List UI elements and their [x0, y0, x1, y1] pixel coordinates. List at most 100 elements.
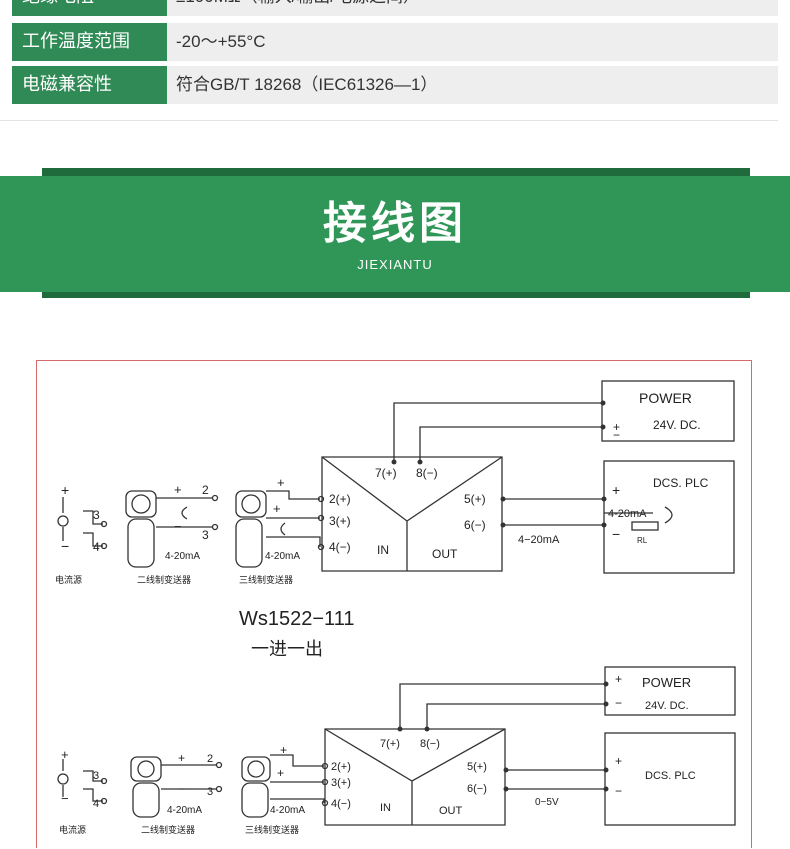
minus-sign: − — [613, 428, 620, 442]
out-label: OUT — [432, 547, 458, 561]
spec-row: 工作温度范围 -20～+55°C — [12, 23, 778, 61]
minus-sign: − — [178, 782, 185, 796]
loop-arrow — [280, 522, 286, 536]
plus-sign: + — [613, 420, 620, 434]
terminal-dot — [100, 542, 108, 550]
signal-label: 4-20mA — [165, 551, 200, 562]
transmitter-head — [130, 756, 162, 782]
wire — [399, 683, 605, 729]
model-description: 一进一出 — [251, 639, 323, 660]
banner-title: 接线图 — [323, 198, 467, 249]
transmitter-head — [241, 756, 271, 782]
spec-row: 绝缘电阻 ≥100MΩ（输入/输出/电源之间） — [12, 0, 778, 16]
loop-arrow — [181, 506, 188, 520]
terminal-number: 2 — [202, 483, 209, 497]
spec-value: -20～+55°C — [176, 32, 266, 51]
wire — [393, 402, 604, 462]
wiring-diagram-frame: POWER 24V. DC. DCS. PLC + − + − 4-20mA R… — [36, 360, 752, 848]
rl-label: RL — [637, 536, 648, 545]
power-label: POWER — [642, 675, 691, 690]
terminal-label: 3(+) — [331, 777, 351, 789]
terminal-label: 5(+) — [467, 761, 487, 773]
banner-subtitle: JIEXIANTU — [357, 257, 433, 272]
wire — [419, 426, 604, 462]
transmitter-body — [241, 782, 269, 818]
current-source-symbol — [57, 773, 69, 785]
minus-sign: − — [61, 791, 69, 806]
terminal-label: 7(+) — [380, 738, 400, 750]
terminal-number: 4 — [93, 798, 99, 810]
in-label: IN — [380, 802, 391, 814]
signal-label: 4-20mA — [167, 805, 202, 816]
minus-sign: − — [61, 538, 69, 554]
terminal-label: 2(+) — [329, 492, 351, 506]
dcs-box — [603, 460, 735, 574]
terminal-number: 3 — [93, 508, 100, 522]
power-label: POWER — [639, 390, 692, 406]
terminal-number: 4 — [93, 540, 100, 554]
terminal-label: 5(+) — [464, 492, 486, 506]
model-number: Ws1522−111 — [239, 608, 354, 630]
module-divider — [324, 728, 506, 825]
source-caption: 三线制变送器 — [239, 574, 293, 586]
terminal-number: 3 — [202, 528, 209, 542]
terminal-label: 8(−) — [420, 738, 440, 750]
plus-sign: + — [277, 766, 284, 780]
spec-value: ≥100MΩ（输入/输出/电源之间） — [176, 0, 420, 16]
minus-sign: − — [612, 526, 620, 542]
spec-value: 符合GB/T 18268（IEC61326—1） — [176, 75, 438, 94]
transmitter-module — [324, 728, 506, 826]
output-signal-label: 4−20mA — [518, 534, 560, 546]
wire — [270, 754, 324, 767]
out-label: OUT — [439, 805, 463, 817]
terminal-dot — [100, 520, 108, 528]
dcs-label: DCS. PLC — [645, 770, 696, 782]
wire — [266, 536, 321, 547]
transmitter-body — [132, 782, 160, 818]
wire — [83, 510, 103, 525]
source-caption: 电流源 — [59, 824, 86, 836]
transmitter-head — [125, 490, 157, 518]
transmitter-module — [321, 456, 503, 572]
output-signal-label: 0−5V — [535, 797, 559, 808]
wire — [83, 532, 103, 547]
spec-row: 电磁兼容性 符合GB/T 18268（IEC61326—1） — [12, 66, 778, 104]
section-banner — [0, 176, 790, 292]
power-box — [601, 380, 735, 442]
minus-sign: − — [615, 784, 622, 798]
terminal-label: 4(−) — [329, 540, 351, 554]
source-caption: 二线制变送器 — [141, 824, 195, 836]
terminal-label: 6(−) — [464, 518, 486, 532]
terminal-number: 3 — [207, 786, 213, 798]
wire — [266, 490, 320, 500]
terminal-number: 3 — [93, 770, 99, 782]
resistor — [631, 521, 659, 531]
power-box — [604, 666, 736, 716]
source-caption: 电流源 — [55, 574, 82, 586]
minus-sign: − — [615, 696, 622, 710]
terminal-label: 8(−) — [416, 466, 438, 480]
terminal-label: 2(+) — [331, 761, 351, 773]
module-divider — [321, 456, 503, 571]
signal-label: 4-20mA — [270, 805, 305, 816]
minus-sign: − — [174, 519, 182, 534]
plus-sign: + — [615, 672, 622, 686]
terminal-label: 4(−) — [331, 798, 351, 810]
terminal-label: 6(−) — [467, 783, 487, 795]
plus-sign: + — [277, 475, 285, 490]
current-source-symbol — [57, 515, 69, 527]
source-caption: 三线制变送器 — [245, 824, 299, 836]
plus-sign: + — [273, 501, 281, 516]
dcs-box — [604, 732, 736, 826]
wire — [83, 770, 103, 782]
loop-arrow — [664, 506, 673, 524]
transmitter-body — [127, 518, 155, 568]
transmitter-head — [235, 490, 267, 518]
wire — [426, 703, 605, 729]
spec-label: 工作温度范围 — [12, 23, 167, 61]
terminal-label: 3(+) — [329, 514, 351, 528]
wire — [83, 788, 103, 802]
spec-label: 电磁兼容性 — [12, 66, 167, 104]
signal-label: 4-20mA — [265, 551, 300, 562]
wire — [270, 798, 325, 803]
